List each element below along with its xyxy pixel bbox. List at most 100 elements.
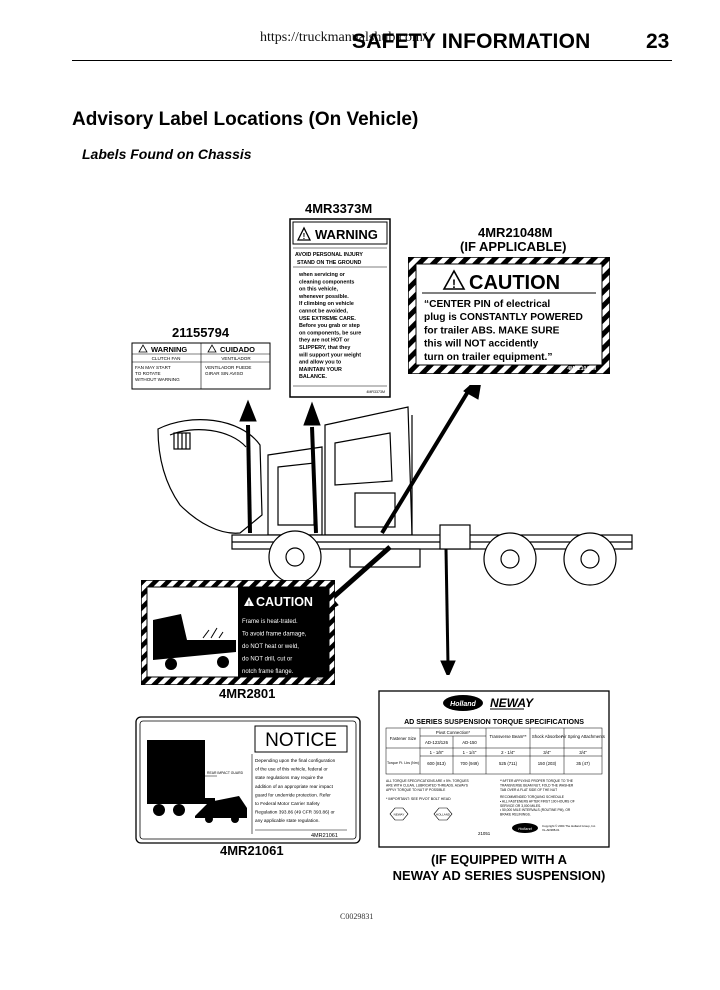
newayNotes-line: RECOMMENDED TORQUING SCHEDULE	[500, 795, 565, 799]
page-subheading: Labels Found on Chassis	[82, 146, 252, 162]
page-heading: Advisory Label Locations (On Vehicle)	[72, 109, 419, 130]
grille-icon	[173, 432, 191, 450]
warning-footer: 4MR3373M	[366, 390, 385, 394]
neway-copyright-1: Copyright © 2004 The Holland Group, Inc.	[542, 824, 596, 828]
svg-text:!: !	[248, 602, 250, 608]
newayNotes-line: APPLY TORQUE TO NUT IF POSSIBLE	[386, 788, 446, 792]
source-url[interactable]: https://truckmanualshub.com/	[260, 30, 427, 45]
warnBody-line: and allow you to	[299, 360, 342, 366]
fan-warning-title: WARNING	[151, 345, 187, 354]
noticeBody-line: any applicable state regulation.	[255, 818, 320, 823]
fanCol1-line: FAN MAY START	[135, 365, 171, 370]
noticeBody-line: state regulations may require the	[255, 775, 324, 780]
frameBody-line: Frame is heat-trated.	[242, 619, 298, 625]
warning-title: WARNING	[315, 227, 378, 242]
part-number-4mr21048m: 4MR21048M	[478, 225, 553, 240]
neway-table-cell: 3/4"	[579, 750, 587, 755]
fanCol2-line: VENTILADOR PUEDE	[205, 365, 251, 370]
truck-illustration	[157, 385, 633, 675]
svg-text:Holland: Holland	[450, 701, 476, 708]
neway-table-cell: Fastener Size	[390, 736, 417, 741]
fan-label-21155794: WARNING CUIDADO CLUTCH FAN VENTILADOR FA…	[131, 342, 271, 390]
newayNotes-line: • ALL FASTENERS AFTER FIRST 100 HOURS OF	[500, 799, 575, 803]
notice-tag: REAR IMPACT GUARD	[207, 771, 244, 775]
warnBody-line: they are not HOT or	[299, 338, 350, 344]
neway-table-cell: 1 - 1/8"	[430, 750, 444, 755]
warnBody-line: BALANCE.	[299, 374, 327, 380]
caution-body: “CENTER PIN of electrical plug is CONSTAN…	[424, 299, 583, 363]
svg-text:!: !	[303, 232, 306, 241]
neway-table-cell: 150 (203)	[538, 761, 557, 766]
neway-footer: 21051	[478, 831, 491, 836]
arrow-caution-label	[380, 385, 474, 535]
warnBody-line: SLIPPERY, that they	[299, 345, 350, 351]
noticeBody-line: Depending upon the final configuration	[255, 758, 336, 763]
cautionBody-line: turn on trailer equipment.”	[424, 352, 552, 363]
neway-table-cell: AD-123/126	[425, 740, 449, 745]
svg-text:NEWAY: NEWAY	[394, 813, 405, 817]
neway-table-cell: Transverse Beam**	[489, 734, 526, 739]
neway-table-cell: 700 (949)	[460, 761, 479, 766]
arrow-neway-label	[444, 548, 450, 666]
neway-table-cell: 1 - 1/4"	[463, 750, 477, 755]
page-number: 23	[646, 30, 670, 53]
noticeBody-line: Regulation 393.86 (49 CFR 393.86) or	[255, 810, 335, 815]
newayNotes-line: **AFTER APPLYING PROPER TORQUE TO THE	[500, 779, 574, 783]
noticeBody-line: guard for underride protection. Refer	[255, 792, 331, 797]
svg-text:HOLLAND: HOLLAND	[436, 813, 451, 817]
applicability-note: (IF APPLICABLE)	[460, 239, 567, 254]
frameBody-line: To avoid frame damage,	[242, 632, 307, 638]
neway-caption: (IF EQUIPPED WITH A NEWAY AD SERIES SUSP…	[392, 852, 606, 883]
newayNotes-line: • 50,000 MILE INTERVALS (ROUTINE PM), OR	[500, 808, 571, 812]
warning-label-4mr3373m: ! WARNING AVOID PERSONAL INJURY STAND ON…	[289, 218, 391, 398]
frame-caution-footer: 4MR2801	[311, 678, 327, 682]
part-number-4mr21061: 4MR21061	[220, 843, 284, 858]
warnBody-line: on components, be sure	[299, 330, 361, 336]
cautionBody-line: “CENTER PIN of electrical	[424, 299, 550, 310]
part-number-21155794: 21155794	[172, 325, 230, 340]
neway-table-cell: 35 (47)	[576, 761, 590, 766]
svg-text:!: !	[452, 277, 456, 291]
warnBody-line: USE EXTREME CARE.	[299, 316, 356, 322]
neway-table-cell: Torque Ft. Lbs (Nm)	[387, 761, 419, 765]
neway-table-cell: 3/4"	[543, 750, 551, 755]
figure-id: C0029831	[340, 912, 374, 921]
fanCol1-line: TO ROTATE	[135, 371, 161, 376]
noticeBody-line: addition of an appropriate rear impact	[255, 784, 334, 789]
caution-title: CAUTION	[469, 272, 560, 294]
warnBody-line: will support your weight	[298, 352, 361, 358]
section-title: SAFETY INFORMATION	[352, 30, 591, 53]
neway-table-cell: Shock Absorber	[532, 734, 563, 739]
caution-triangle-icon	[442, 269, 466, 290]
frameBody-line: notch frame flange.	[242, 669, 294, 675]
fan-col2-head: VENTILADOR	[221, 356, 251, 361]
warnBody-line: Before you grab or step	[299, 323, 361, 329]
fan-warning-icon	[138, 344, 148, 353]
neway-table-cell: Pivot Connection*	[436, 730, 470, 735]
fan-col1-head: CLUTCH FAN	[152, 356, 181, 361]
neway-table-cell: 600 (813)	[427, 761, 446, 766]
notice-title: NOTICE	[265, 730, 337, 751]
noticeBody-line: to Federal Motor Carrier Safety	[255, 801, 320, 806]
newayNotes-line: BRAKE RELININGS.	[500, 813, 531, 817]
notice-body: Depending upon the final configuration of…	[255, 758, 336, 823]
newayNotes-line: ALL TORQUE SPECIFICATIONS ARE ± 5%. TORQ…	[386, 779, 470, 783]
rear-impact-pictogram-icon	[147, 740, 247, 823]
warning-line2: STAND ON THE GROUND	[297, 260, 362, 266]
neway-table-cell: Air Spring Attachments	[561, 734, 605, 739]
frame-caution-title: CAUTION	[256, 595, 313, 609]
cautionBody-line: plug is CONSTANTLY POWERED	[424, 312, 583, 323]
warnBody-line: cleaning components	[299, 279, 354, 285]
warnBody-line: when servicing or	[298, 272, 346, 278]
newayNotes-line: SERVICE OR 3,000 MILES.	[500, 804, 541, 808]
noticeBody-line: of the use of this vehicle, federal or	[255, 767, 328, 772]
caution-label-4mr21048m: ! CAUTION “CENTER PIN of electrical plug …	[408, 257, 610, 374]
newayNotes-line: TRANSVERSE BEAM NUT, FOLD THE WASHER	[500, 784, 574, 788]
frame-caution-body: Frame is heat-trated. To avoid frame dama…	[242, 619, 307, 675]
warning-triangle-icon	[296, 226, 312, 241]
notice-footer: 4MR21061	[311, 833, 338, 839]
fan-cuidado-title: CUIDADO	[220, 345, 255, 354]
frame-caution-label-4mr2801: ! CAUTION Frame is heat-trated. To avoid …	[141, 580, 335, 685]
neway-table-cell: 525 (711)	[499, 761, 518, 766]
fanCol1-line: WITHOUT WARNING	[135, 377, 180, 382]
